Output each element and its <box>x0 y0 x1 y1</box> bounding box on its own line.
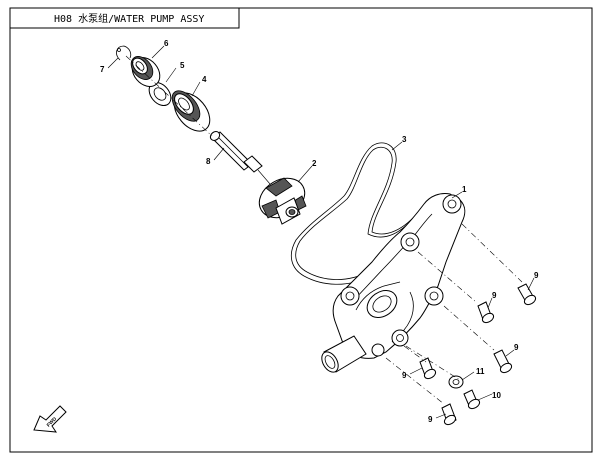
callout-1: 1 <box>462 185 467 194</box>
circlip <box>116 45 132 61</box>
bolt-9-mid <box>477 301 495 324</box>
callout-3: 3 <box>402 135 407 144</box>
callout-2: 2 <box>312 159 317 168</box>
callout-5: 5 <box>180 61 185 70</box>
bolt-9-lower-left <box>419 357 437 380</box>
pump-shaft <box>209 131 271 185</box>
drawing-frame <box>9 7 593 453</box>
callout-9-bottom: 9 <box>428 415 433 424</box>
callout-9-upper-right: 9 <box>534 271 539 280</box>
bolt-9-bottom <box>441 403 457 426</box>
drain-bolt-10 <box>463 389 481 410</box>
pump-cover-housing <box>321 193 466 373</box>
callout-8: 8 <box>206 157 211 166</box>
forward-direction-arrow-icon: FWD <box>33 405 67 433</box>
title-box <box>9 7 240 29</box>
callout-6: 6 <box>164 39 169 48</box>
bearing <box>130 56 161 87</box>
mechanical-seal <box>171 90 211 132</box>
callout-4: 4 <box>202 75 207 84</box>
callout-9-mid: 9 <box>492 291 497 300</box>
callout-7: 7 <box>100 65 105 74</box>
impeller <box>258 177 307 225</box>
bolt-9-right <box>493 349 513 374</box>
callout-11: 11 <box>476 367 485 376</box>
callout-10: 10 <box>492 391 501 400</box>
callout-9-right: 9 <box>514 343 519 352</box>
callout-9-lower-left: 9 <box>402 371 407 380</box>
sealing-washer-11 <box>448 375 464 389</box>
bolt-9-upper-right <box>517 283 537 306</box>
diagram-title: H08 水泵组/WATER PUMP ASSY <box>54 12 204 25</box>
